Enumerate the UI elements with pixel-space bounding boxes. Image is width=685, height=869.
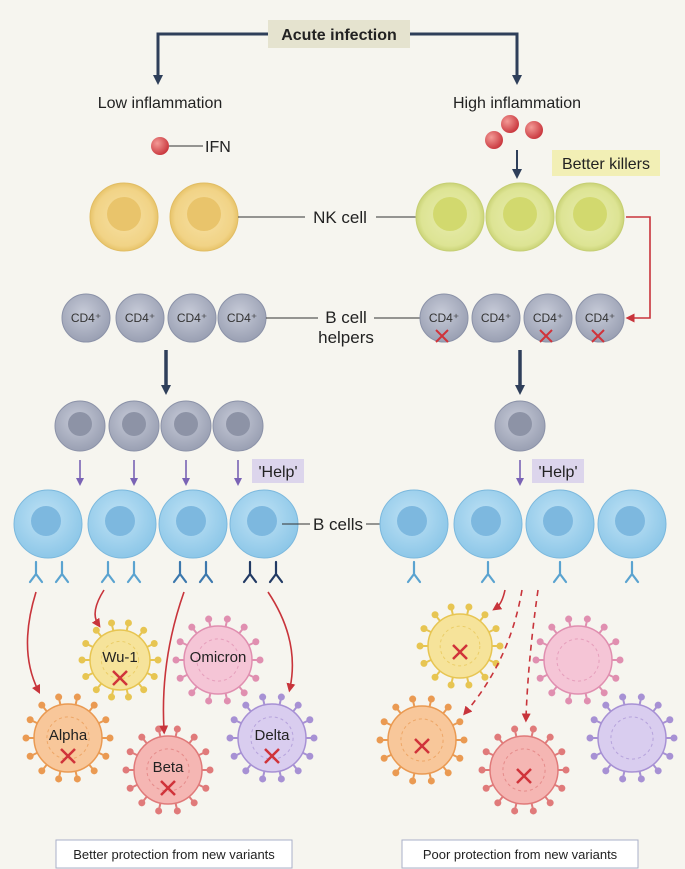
- weak-arrow-dashed: [521, 589, 539, 723]
- variant-label: Delta: [254, 727, 290, 744]
- branch-arrow-right: [410, 32, 522, 85]
- help-label-right: 'Help': [538, 464, 577, 481]
- cd4-label: CD4⁺: [481, 311, 511, 325]
- cd4-label: CD4⁺: [227, 311, 257, 325]
- cd4-label: CD4⁺: [125, 311, 155, 325]
- title-box: [268, 20, 410, 48]
- b-cell-helpers-label-1: B cell: [325, 308, 367, 327]
- cd4-cell: [115, 293, 165, 343]
- help-box-left: [252, 459, 304, 483]
- title-text: Acute infection: [281, 27, 397, 44]
- variant-label: Omicron: [190, 649, 247, 666]
- killed-x-mark: [264, 748, 280, 764]
- variant-label: Wu-1: [102, 649, 138, 666]
- cd4-label: CD4⁺: [585, 311, 615, 325]
- killed-x-mark: [414, 738, 430, 754]
- antibodies: [28, 560, 640, 584]
- neutralize-arrow: [91, 589, 105, 628]
- virus: [478, 725, 570, 815]
- footer-right-label: Poor protection from new variants: [423, 847, 618, 862]
- b-cells-high: [379, 489, 667, 559]
- cd4-cell: [523, 293, 573, 343]
- nk-cells-low: [89, 182, 239, 252]
- killed-x-mark: [591, 329, 605, 343]
- cd4-row-low: CD4⁺ CD4⁺ CD4⁺ CD4⁺: [61, 293, 267, 343]
- virus: Wu-1: [78, 619, 162, 701]
- killed-x-mark: [452, 644, 468, 660]
- nk-cells-high: [415, 182, 625, 252]
- killed-x-mark: [516, 768, 532, 784]
- cd4-label: CD4⁺: [177, 311, 207, 325]
- virus: [376, 695, 468, 785]
- cd4-cell: [471, 293, 521, 343]
- virus: [586, 693, 678, 783]
- virus: [416, 603, 504, 689]
- cd4-cell: [61, 293, 111, 343]
- footer-left-label: Better protection from new variants: [73, 847, 275, 862]
- better-killers-label: Better killers: [562, 156, 650, 173]
- cd4-cell: [167, 293, 217, 343]
- ifn-label: IFN: [205, 139, 231, 156]
- helper-cells-low: [54, 400, 264, 452]
- cd4-cell: [419, 293, 469, 343]
- nk-cell-label: NK cell: [313, 208, 367, 227]
- cd4-cell: [575, 293, 625, 343]
- branch-high-label: High inflammation: [453, 95, 581, 112]
- ifn-molecule: [501, 115, 519, 133]
- cd4-label: CD4⁺: [533, 311, 563, 325]
- variant-label: Alpha: [49, 727, 88, 744]
- variant-label: Beta: [153, 759, 185, 776]
- killed-x-mark: [60, 748, 76, 764]
- killed-x-mark: [435, 329, 449, 343]
- footer-box-right: [401, 839, 639, 869]
- branch-arrow-left: [153, 32, 268, 85]
- neutralize-arrow: [159, 591, 185, 735]
- killed-x-mark: [539, 329, 553, 343]
- neutralize-arrow: [267, 591, 296, 693]
- ifn-molecule: [151, 137, 169, 155]
- b-cells-low: [13, 489, 299, 559]
- help-label-left: 'Help': [258, 464, 297, 481]
- virus: Delta: [226, 693, 318, 783]
- better-killers-box: [552, 150, 660, 176]
- footer-box-left: [55, 839, 293, 869]
- nk-kill-arrow: [625, 216, 651, 323]
- weak-arrow-dashed: [463, 589, 523, 716]
- virus: Alpha: [22, 693, 114, 783]
- virus: Beta: [122, 725, 214, 815]
- killed-x-mark: [112, 670, 128, 686]
- help-box-right: [532, 459, 584, 483]
- killed-x-mark: [160, 780, 176, 796]
- cd4-label: CD4⁺: [71, 311, 101, 325]
- neutralize-arrow: [26, 591, 41, 695]
- ifn-molecule: [525, 121, 543, 139]
- b-cell-helpers-label-2: helpers: [318, 328, 374, 347]
- b-cells-label: B cells: [313, 515, 363, 534]
- cd4-row-high: CD4⁺ CD4⁺ CD4⁺ CD4⁺: [419, 293, 625, 343]
- branch-low-label: Low inflammation: [98, 95, 223, 112]
- weak-arrow: [492, 589, 506, 611]
- cd4-label: CD4⁺: [429, 311, 459, 325]
- virus: [532, 615, 624, 705]
- virus: Omicron: [172, 615, 264, 705]
- ifn-molecule: [485, 131, 503, 149]
